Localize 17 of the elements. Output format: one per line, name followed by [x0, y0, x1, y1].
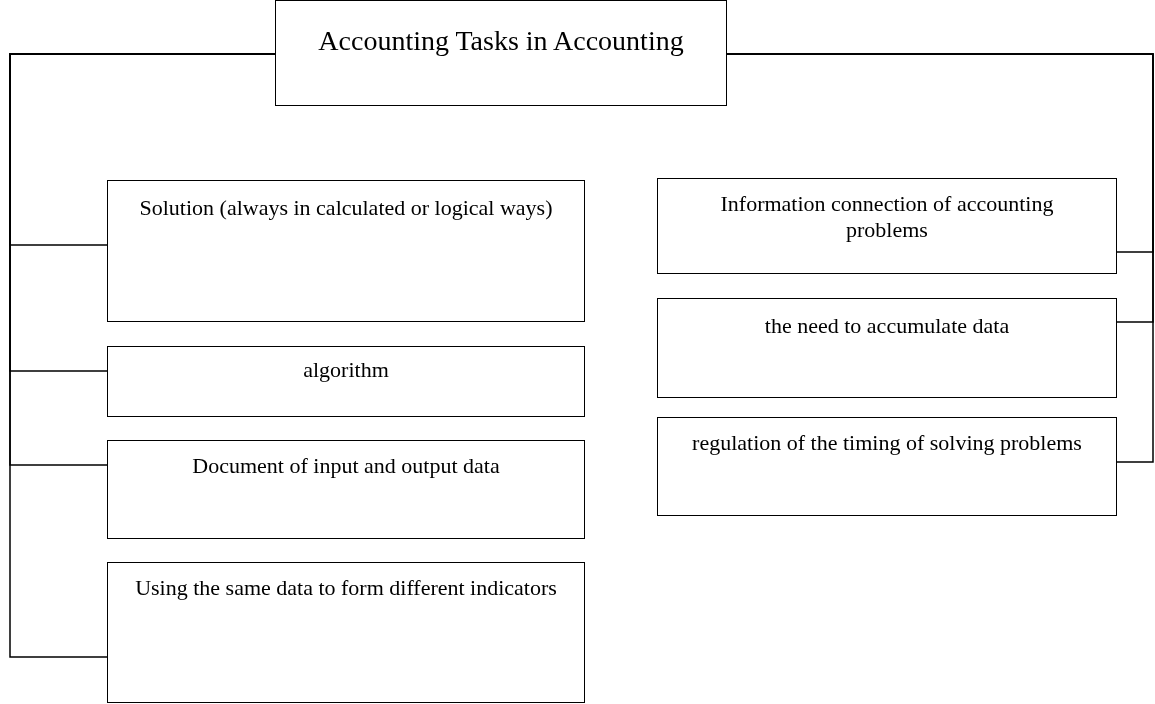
task-box	[107, 346, 585, 417]
task-text: the need to accumulate data	[764, 313, 1010, 339]
task-text: Information connection of accounting problems	[719, 191, 1055, 243]
task-text: Using the same data to form different indicators	[135, 575, 557, 601]
title-box	[275, 0, 727, 106]
task-box	[657, 298, 1117, 398]
task-text: Document of input and output data	[192, 453, 500, 479]
task-box	[107, 562, 585, 703]
task-text: regulation of the timing of solving problems	[692, 430, 1082, 456]
task-box	[107, 180, 585, 322]
task-box	[657, 417, 1117, 516]
title-text: Accounting Tasks in Accounting	[318, 25, 684, 57]
task-box	[657, 178, 1117, 274]
connector-line	[726, 53, 1154, 463]
task-box	[107, 440, 585, 539]
task-text: algorithm	[303, 357, 389, 383]
task-text: Solution (always in calculated or logical ways)	[139, 195, 553, 221]
